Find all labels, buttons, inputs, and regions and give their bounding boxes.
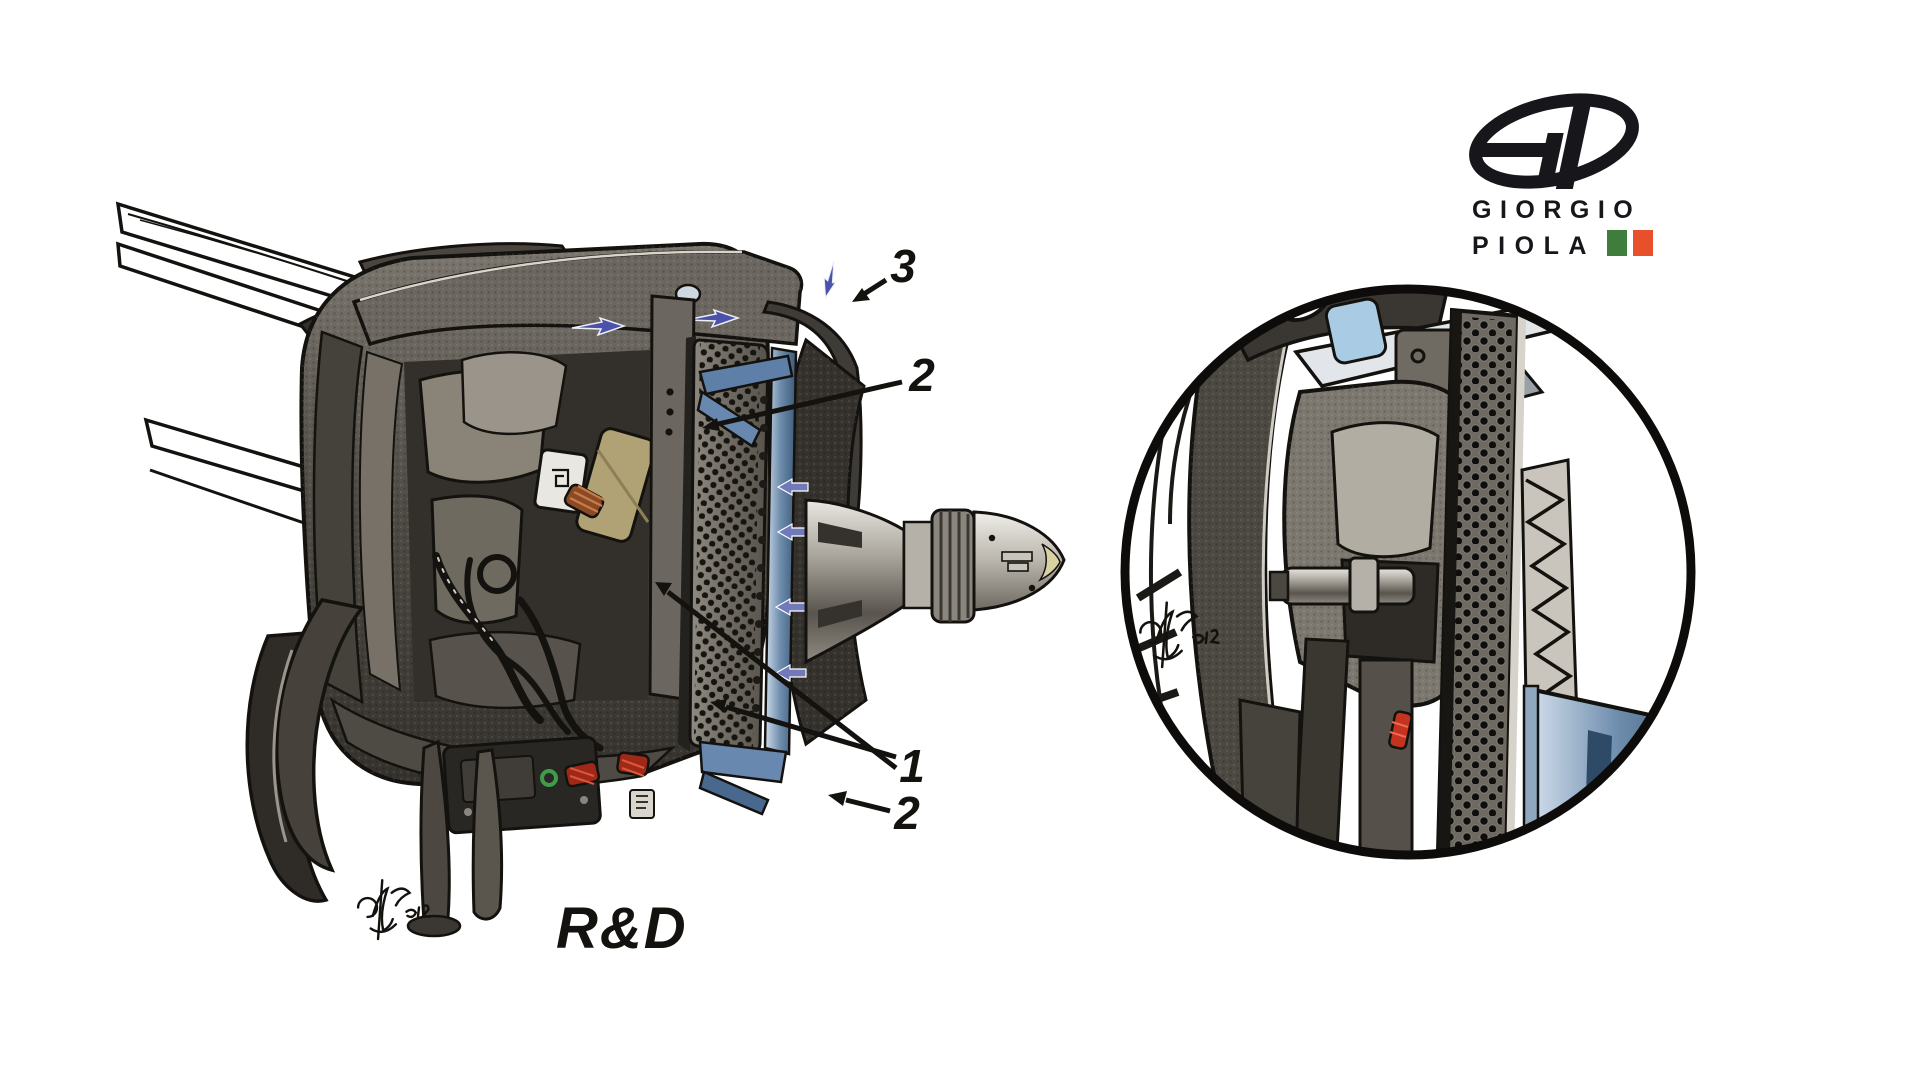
inset-blue-sleeve — [1324, 297, 1388, 365]
blue-bottom-diagonal — [698, 770, 770, 816]
brake-disc — [678, 336, 770, 755]
brake-caliper-frame — [696, 346, 798, 816]
hub-slot — [818, 522, 862, 548]
inset-track-rod — [1280, 566, 1416, 606]
inset-upright-wing — [1330, 421, 1440, 559]
inset-disc-holes — [1444, 316, 1512, 854]
callout-1-arrowhead-b — [655, 582, 672, 596]
callout-1-label: 1 — [899, 740, 925, 792]
callout-2-bottom-label: 2 — [893, 787, 920, 839]
figure-caption: R&D — [556, 896, 688, 961]
airflow-arrow-icon — [774, 663, 807, 683]
callout-3-label: 3 — [890, 240, 916, 292]
callout-2-bottom-leader — [845, 797, 891, 814]
blue-bottom-bracket — [698, 740, 788, 784]
monogram-g-stem — [1537, 133, 1564, 179]
artist-signature-icon — [1139, 601, 1220, 669]
airflow-arrow-icon — [823, 260, 837, 300]
inset-red-sensor — [1388, 710, 1413, 750]
inset-detail — [1120, 284, 1696, 860]
rim-highlight — [359, 250, 743, 302]
main-figure: 3 2 1 2 R&D — [115, 201, 1066, 961]
rim-left-inner-band — [358, 350, 404, 692]
monogram-p-stem — [1555, 101, 1592, 189]
brand-line2: PIOLA — [1472, 232, 1596, 260]
callout-3-arrowhead — [852, 288, 870, 302]
callout-2-bottom-arrowhead — [828, 791, 847, 806]
callout-2-top-leader — [717, 379, 903, 427]
inset-axle-cone — [1532, 687, 1691, 851]
wheel-nut-detail — [1001, 551, 1033, 562]
wheel-hub-axle — [804, 498, 1066, 665]
inset-rod-nut — [1268, 570, 1290, 602]
callout-1-leader-b — [666, 590, 898, 770]
brand-line1: GIORGIO — [1472, 196, 1641, 224]
inset-disc-highlight — [1506, 316, 1526, 855]
disc-edge-bumps — [752, 368, 768, 712]
giorgio-piola-logo: GIORGIO PIOLA — [1469, 93, 1653, 260]
airflow-arrow-icon — [685, 308, 741, 329]
leg-foot — [406, 914, 462, 938]
inset-axle-slot — [1645, 748, 1662, 800]
callout-2-top-arrowhead — [702, 418, 720, 431]
monogram-g-crossbar — [1478, 143, 1548, 157]
blue-frame-rail — [763, 346, 798, 756]
inner-claw-flick — [274, 598, 366, 873]
green-fitting — [540, 769, 558, 787]
red-sensor — [563, 760, 601, 788]
lower-leg — [471, 748, 504, 921]
flag-red-square — [1633, 230, 1653, 256]
callout-3-leader — [862, 277, 888, 297]
tiny-label-plate — [629, 789, 655, 819]
lower-flick — [245, 598, 504, 938]
callouts: 3 2 1 2 — [655, 240, 935, 839]
hub-collar — [902, 520, 934, 610]
connector-glyph-icon — [552, 468, 570, 488]
airflow-arrow-icon — [571, 316, 627, 337]
callout-1-arrowhead-a — [710, 699, 727, 712]
flag-green-square — [1607, 230, 1627, 256]
hub-slot — [818, 600, 862, 628]
inset-ring-border — [1120, 284, 1696, 860]
inset-disc-edge — [1438, 310, 1462, 854]
blue-top-brace — [698, 354, 794, 396]
nose-tip — [1037, 543, 1061, 582]
gp-ellipse-monogram-icon — [1469, 93, 1639, 189]
artist-signature-icon — [356, 878, 431, 941]
electronics-components — [533, 427, 657, 543]
inset-rod-collar — [1348, 556, 1380, 614]
callout-2-top-label: 2 — [908, 349, 935, 401]
cv-boot-ribs — [939, 510, 970, 622]
airflow-arrow-icon — [776, 477, 809, 497]
wheel-nut-detail — [1007, 562, 1029, 572]
